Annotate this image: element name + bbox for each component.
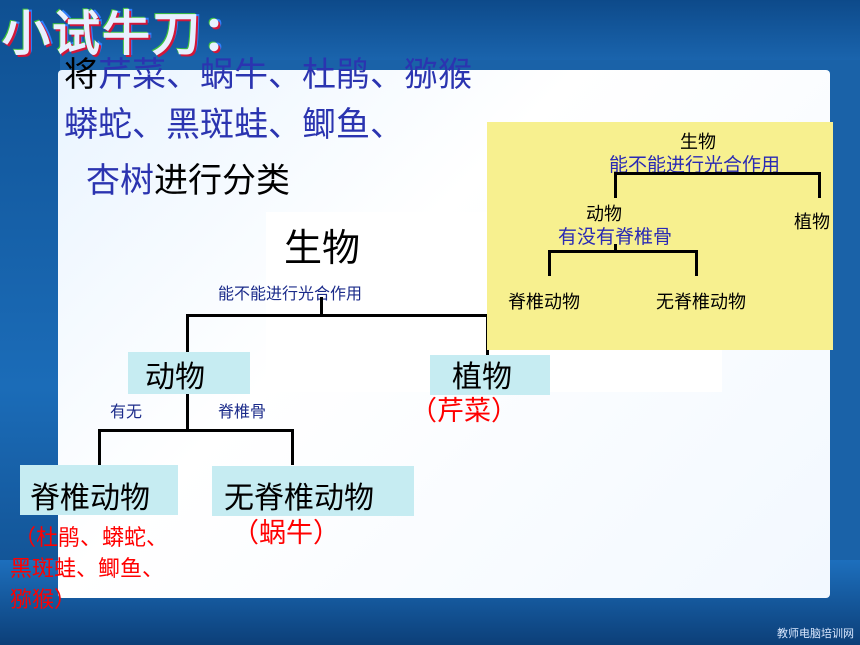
intro-line-2: 蟒蛇、黑斑蛙、鲫鱼、 xyxy=(64,108,404,142)
line-to-invertebrate xyxy=(291,429,294,465)
intro-organisms-2: 蟒蛇、黑斑蛙、鲫鱼、 xyxy=(64,105,404,145)
vertebrate-examples-2: 黑斑蛙、鲫鱼、 xyxy=(10,557,165,582)
line-root-stem xyxy=(320,297,323,315)
side-criterion-photosynthesis: 能不能进行光合作用 xyxy=(609,154,781,176)
left-band xyxy=(0,0,60,645)
slide-title: 小试牛刀： xyxy=(2,6,253,62)
line-root-branch xyxy=(186,314,488,317)
footer-watermark: 教师电脑培训网 xyxy=(777,627,854,640)
side-line-to-invertebrate xyxy=(695,250,698,276)
side-plant-label: 植物 xyxy=(794,212,830,233)
vertebrate-label: 脊椎动物 xyxy=(30,481,150,516)
top-bar xyxy=(0,0,860,60)
side-tree-panel xyxy=(487,122,833,350)
animal-node xyxy=(128,352,250,394)
plant-label: 植物 xyxy=(452,360,512,395)
side-line-to-plant xyxy=(818,172,821,198)
plant-node xyxy=(430,355,550,395)
main-criterion-photosynthesis: 能不能进行光合作用 xyxy=(218,284,363,303)
intro-prefix: 将 xyxy=(64,55,98,95)
line-to-vertebrate xyxy=(98,429,101,465)
intro-organisms-1: 芹菜、蜗牛、杜鹃、猕猴 xyxy=(98,55,472,95)
side-invertebrate-label: 无脊椎动物 xyxy=(656,292,746,313)
main-criterion-spine-right: 脊椎骨 xyxy=(218,402,267,421)
line-to-animal xyxy=(186,314,189,354)
intro-line-1: 将芹菜、蜗牛、杜鹃、猕猴 xyxy=(64,58,472,92)
side-line-root-branch xyxy=(614,172,821,175)
intro-line-3: 杏树进行分类 xyxy=(86,164,290,198)
vertebrate-examples-3: 猕猴） xyxy=(10,588,77,613)
vertebrate-examples-1: （杜鹃、蟒蛇、 xyxy=(14,526,169,551)
intro-organisms-3: 杏树 xyxy=(86,161,154,201)
side-criterion-spine: 有没有脊椎骨 xyxy=(558,226,673,248)
animal-label: 动物 xyxy=(145,360,205,395)
side-line-animal-branch xyxy=(548,250,698,253)
side-line-animal-stem xyxy=(614,244,617,252)
invertebrate-examples: （蜗牛） xyxy=(232,518,340,549)
invertebrate-node xyxy=(212,466,414,516)
invertebrate-label: 无脊椎动物 xyxy=(224,481,374,516)
intro-suffix: 进行分类 xyxy=(154,161,290,201)
plant-examples: （芹菜） xyxy=(410,396,518,427)
side-animal-label: 动物 xyxy=(586,204,622,225)
side-root-label: 生物 xyxy=(680,132,716,153)
line-animal-branch xyxy=(98,429,294,432)
vertebrate-node xyxy=(20,465,178,515)
main-root-label: 生物 xyxy=(284,226,361,270)
side-line-to-vertebrate xyxy=(548,250,551,276)
line-animal-stem xyxy=(186,394,189,430)
side-vertebrate-label: 脊椎动物 xyxy=(508,292,580,313)
side-line-to-animal xyxy=(614,172,617,198)
main-criterion-spine-left: 有无 xyxy=(110,402,143,421)
